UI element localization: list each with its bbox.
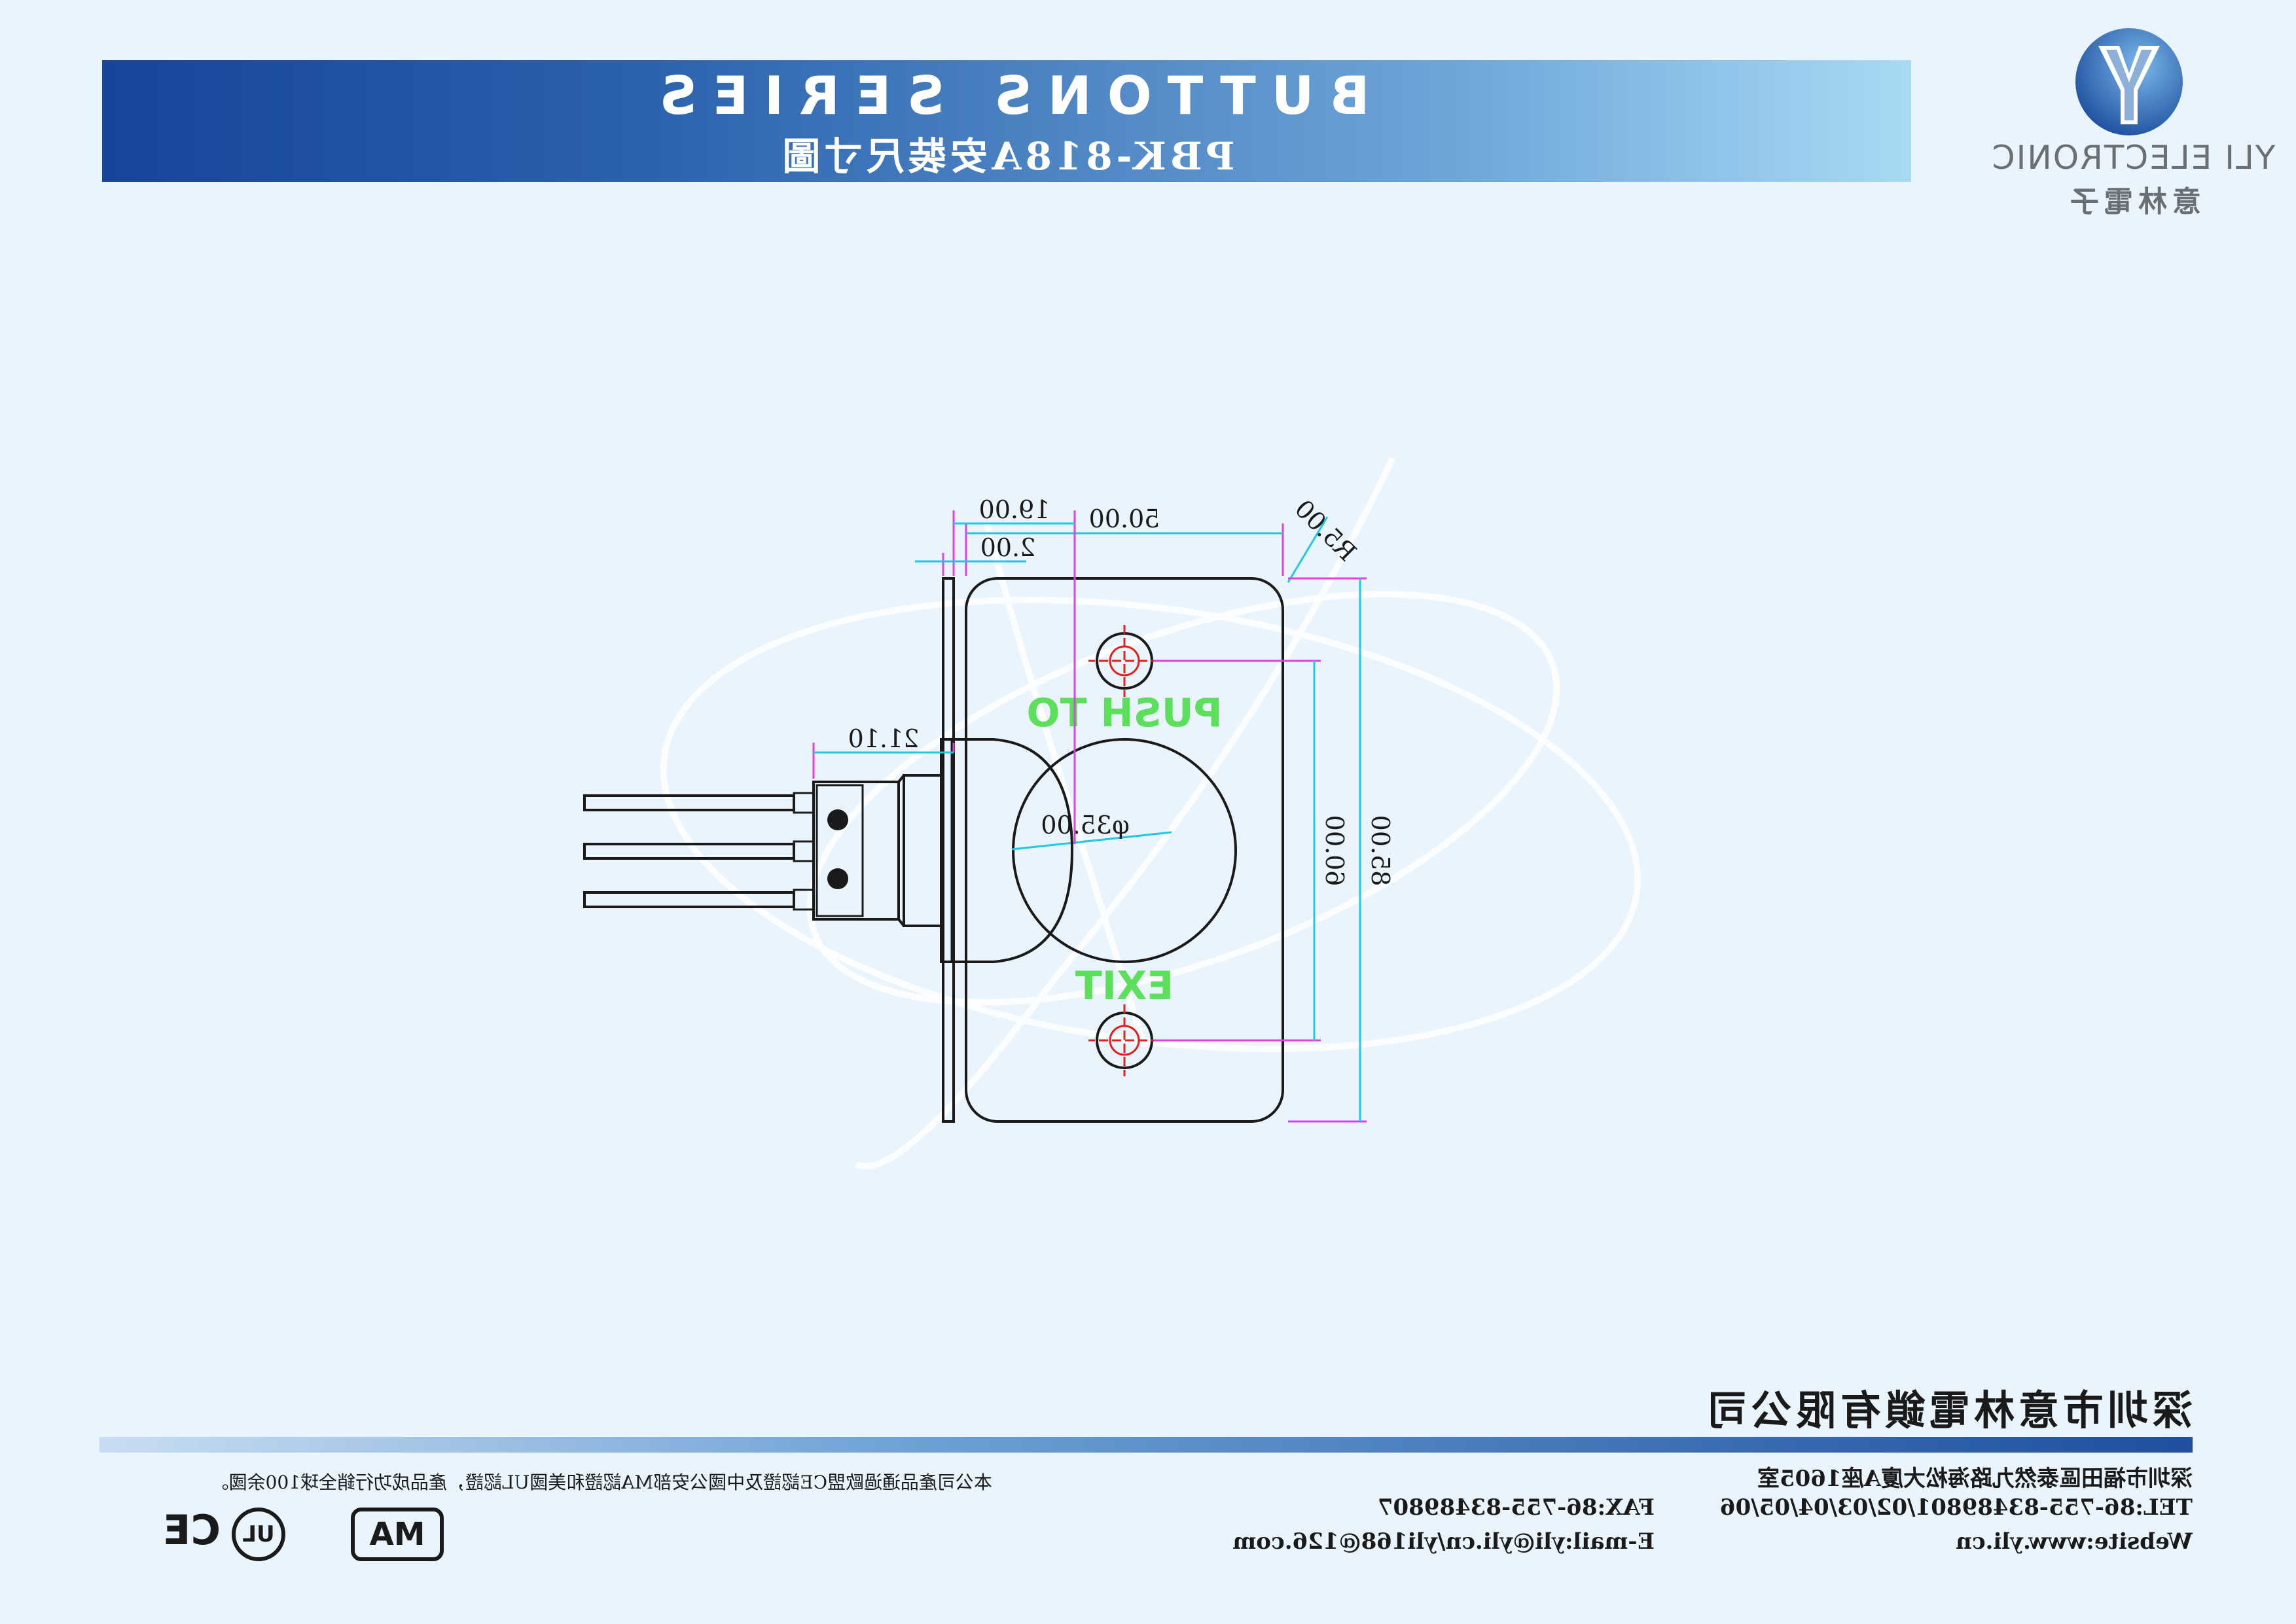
- faceplate-outline: [965, 577, 1284, 1123]
- footer-divider: [99, 1437, 2193, 1453]
- footer-website: Website:www.yli.cn: [1956, 1528, 2193, 1555]
- dim-body-length: 21.10: [848, 724, 920, 753]
- dim-height: 85.00: [1366, 815, 1395, 887]
- dim-width: 50.00: [1089, 504, 1160, 533]
- dim-hole-spacing: 60.00: [1320, 815, 1349, 887]
- footer-cert-note: 本公司產品通過歐盟CE認證及中國公安部MA認證和美國UL認證，產品成功行銷全球1…: [210, 1472, 992, 1493]
- footer-address: 深圳市福田區泰然九路海松大廈A座1605室: [1757, 1466, 2193, 1492]
- label-push-to: PUSH TO: [1027, 690, 1223, 736]
- wire-lead: [583, 891, 795, 908]
- terminal-screw-icon: [827, 868, 848, 889]
- footer-email: E-mail:yli@yli.cn/yli168@126.com: [1232, 1528, 1655, 1555]
- front-view: PUSH TO EXIT φ35.00 50.00 R5.00 85.00: [965, 494, 1395, 1123]
- button-circle: [1012, 738, 1237, 963]
- terminal-screw-icon: [827, 809, 848, 830]
- watermark: [660, 456, 1641, 1170]
- side-view: 19.00 2.00 21.10: [583, 495, 1076, 1123]
- label-exit: EXIT: [1075, 963, 1174, 1009]
- footer-tel: TEL:86-755-83489801/02/03/04/05/06: [1719, 1494, 2193, 1521]
- dim-plate-thickness: 2.00: [980, 533, 1036, 562]
- wire-lead: [583, 843, 795, 860]
- footer-company-name: 深圳市意林電鎖有限公司: [1702, 1386, 2193, 1434]
- dim-button-diameter: φ35.00: [1041, 811, 1129, 839]
- ce-cert-icon: CE: [163, 1506, 221, 1554]
- ma-cert-icon: MA: [351, 1508, 444, 1561]
- dim-overall-depth: 19.00: [979, 495, 1050, 524]
- yli-logo-icon: [2075, 28, 2183, 135]
- hole-centerlines: [1088, 625, 1160, 1076]
- dome-button: [939, 738, 1074, 963]
- switch-body: [903, 774, 944, 927]
- company-logo: YLI ELECTRONIC 意林電子: [1969, 0, 2296, 222]
- ul-cert-icon: UL: [232, 1508, 285, 1561]
- dim-corner-radius: R5.00: [1289, 494, 1362, 567]
- footer-fax: FAX:86-755-83489807: [1377, 1494, 1655, 1521]
- wire-lead: [583, 794, 795, 811]
